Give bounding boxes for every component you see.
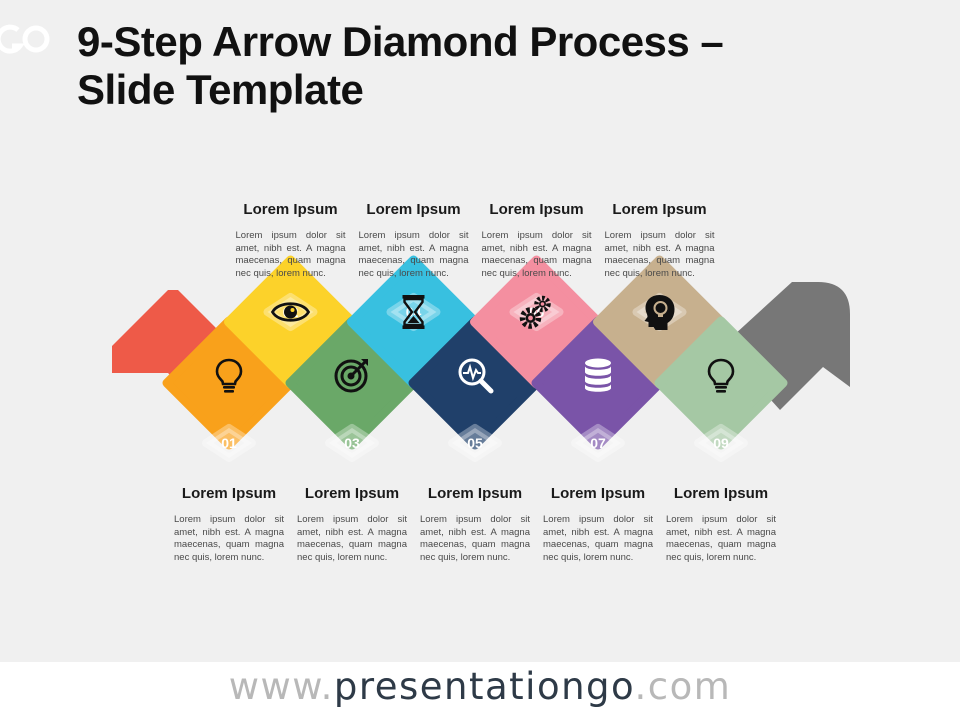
step-01-number: 01 — [221, 435, 237, 451]
step-06-description: Lorem ipsum dolor sit amet, nibh est. A … — [481, 230, 592, 279]
footer-bar: www.presentationgo.com — [0, 662, 960, 720]
step-02-heading: Lorem Ipsum — [243, 201, 338, 218]
page-title-line-2: Slide Template — [77, 66, 364, 113]
step-01-badge: 01 — [202, 424, 256, 462]
footer-url[interactable]: www.presentationgo.com — [0, 665, 960, 708]
footer-url-suffix: .com — [634, 665, 732, 708]
footer-url-prefix: www. — [228, 665, 334, 708]
step-09-description: Lorem ipsum dolor sit amet, nibh est. A … — [666, 514, 776, 563]
step-06-heading: Lorem Ipsum — [489, 201, 584, 218]
step-09-badge: 09 — [694, 424, 748, 462]
step-07-description: Lorem ipsum dolor sit amet, nibh est. A … — [543, 514, 653, 563]
step-01-heading: Lorem Ipsum — [181, 485, 277, 502]
logo-mark — [0, 24, 50, 54]
step-08-description: Lorem ipsum dolor sit amet, nibh est. A … — [604, 230, 715, 279]
step-02-description: Lorem ipsum dolor sit amet, nibh est. A … — [235, 230, 346, 279]
process-diagram: 010203040506070809 — [112, 255, 850, 462]
step-05-heading: Lorem Ipsum — [427, 485, 523, 502]
step-01-description: Lorem ipsum dolor sit amet, nibh est. A … — [174, 514, 284, 563]
step-04-heading: Lorem Ipsum — [366, 201, 461, 218]
step-07-number: 07 — [590, 435, 606, 451]
step-05-number: 05 — [467, 435, 483, 451]
step-03-heading: Lorem Ipsum — [304, 485, 400, 502]
step-05-description: Lorem ipsum dolor sit amet, nibh est. A … — [420, 514, 530, 563]
step-07-badge: 07 — [571, 424, 625, 462]
page-title-line-1: 9-Step Arrow Diamond Process – — [77, 18, 724, 65]
footer-url-brand: presentationgo — [333, 665, 635, 708]
page-title: 9-Step Arrow Diamond Process – Slide Tem… — [77, 18, 724, 114]
step-08-heading: Lorem Ipsum — [612, 201, 707, 218]
step-04-description: Lorem ipsum dolor sit amet, nibh est. A … — [358, 230, 469, 279]
step-09-heading: Lorem Ipsum — [673, 485, 769, 502]
step-09-number: 09 — [713, 435, 729, 451]
step-03-description: Lorem ipsum dolor sit amet, nibh est. A … — [297, 514, 407, 563]
step-07-heading: Lorem Ipsum — [550, 485, 646, 502]
step-03-number: 03 — [344, 435, 360, 451]
step-05-badge: 05 — [448, 424, 502, 462]
step-03-badge: 03 — [325, 424, 379, 462]
